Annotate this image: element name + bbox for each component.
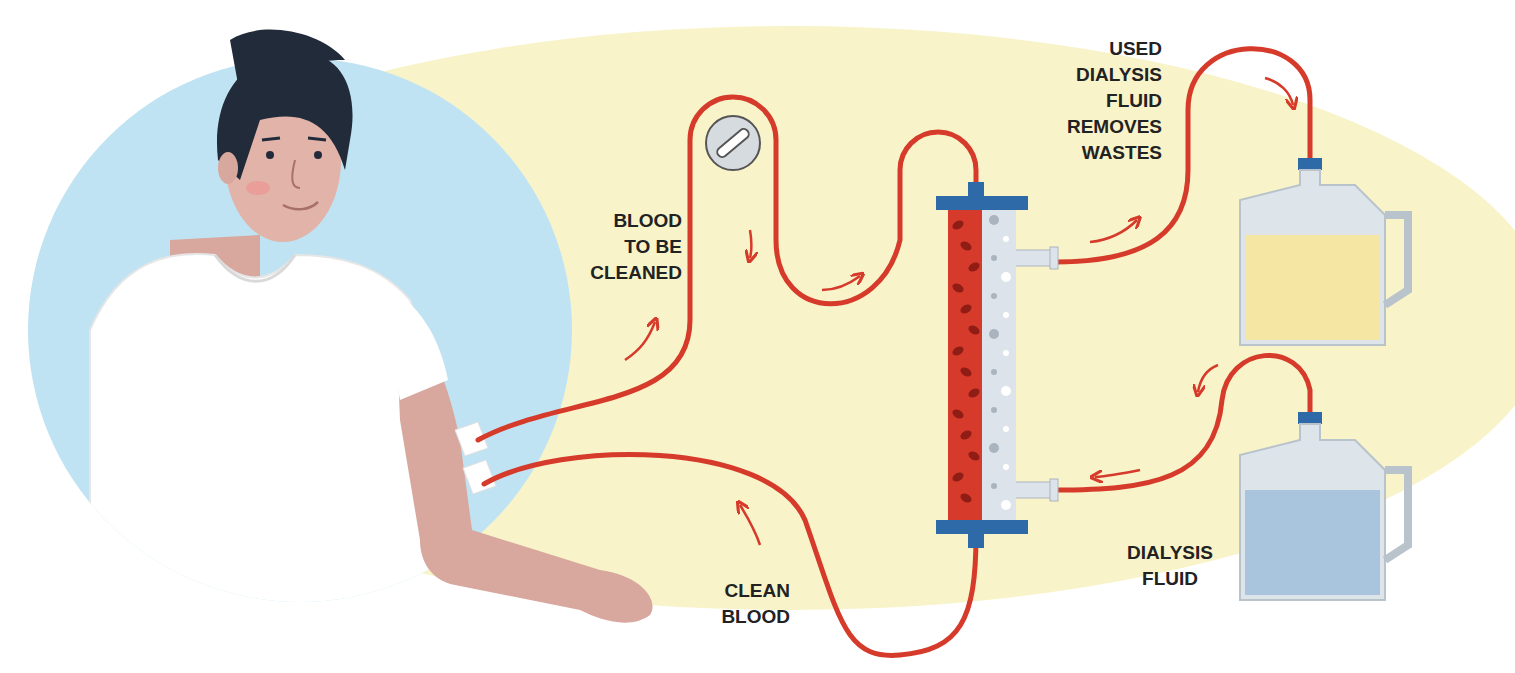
person [90,30,653,623]
fluid-dot [989,443,999,453]
fluid-dot [991,483,997,489]
blood-cell [967,261,981,274]
blood-cell [959,303,973,316]
blood-cell [967,324,981,337]
fluid-dot [1001,500,1011,510]
blood-cell [951,219,965,232]
fresh-fluid-label: DIALYSIS FLUID [1122,540,1218,592]
blood-cell [959,429,973,442]
fluid-dot [989,215,999,225]
dialyzer [936,182,1058,548]
blood-cell [951,471,965,484]
pump [706,116,760,170]
blood-cell [959,492,973,505]
fluid-dot [1003,426,1009,432]
fluid-dot [1003,464,1009,470]
used-fluid-label: USED DIALYSIS FLUID REMOVES WASTES [1058,36,1162,166]
fluid-dot [1003,312,1009,318]
blood-cell [967,450,981,463]
used-fluid-jug [1240,158,1408,345]
fluid-dot [1001,272,1011,282]
fluid-dot [991,255,997,261]
fluid-dot [1003,236,1009,242]
blood-cell [951,408,965,421]
flow-arrows [625,78,1293,545]
fluid-dot [991,369,997,375]
fluid-dot [1001,386,1011,396]
blood-cell [967,387,981,400]
clean-blood-label: CLEAN BLOOD [708,578,790,630]
fresh-fluid-jug [1240,412,1408,600]
fluid-dot [1003,350,1009,356]
blood-cell [951,282,965,295]
tubing [478,49,1310,656]
blood-out-label: BLOOD TO BE CLEANED [584,208,682,286]
fluid-dot [991,293,997,299]
blood-cell [951,345,965,358]
fluid-dot [989,329,999,339]
blood-cell [959,366,973,379]
fluid-dot [991,407,997,413]
blood-cell [959,240,973,253]
